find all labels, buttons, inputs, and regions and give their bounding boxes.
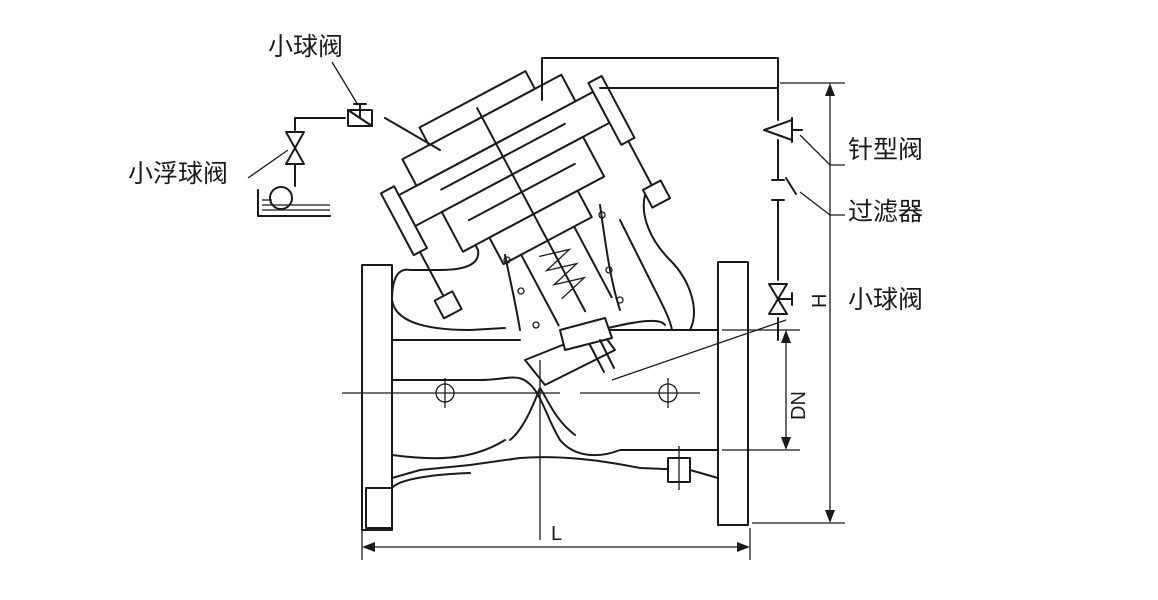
center-lines <box>342 360 700 540</box>
dim-label-length: L <box>551 523 562 545</box>
dim-label-dn: DN <box>788 391 810 420</box>
label-small-float-valve: 小浮球阀 <box>128 159 228 188</box>
actuator-bonnet <box>379 70 672 327</box>
needle-valve-symbol <box>763 117 803 143</box>
dim-label-height: H <box>809 294 831 308</box>
label-needle-valve: 针型阀 <box>848 135 923 164</box>
valve-body <box>361 194 749 531</box>
filter-symbol <box>771 177 797 201</box>
dimension-lines <box>361 82 845 560</box>
label-small-ball-valve-top: 小球阀 <box>268 32 343 61</box>
small-ball-valve-top-symbol <box>347 103 373 127</box>
control-piping <box>294 57 779 341</box>
label-small-ball-valve-right: 小球阀 <box>848 285 923 314</box>
label-filter: 过滤器 <box>848 197 923 226</box>
pilot-tube <box>503 204 624 331</box>
small-ball-valve-right-symbol <box>768 283 793 315</box>
small-float-valve-symbol <box>257 131 331 217</box>
